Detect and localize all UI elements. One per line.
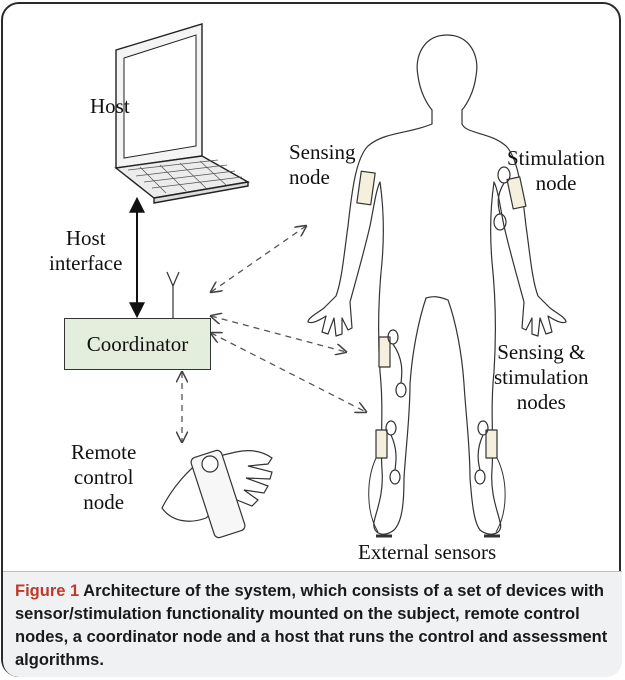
host-interface-label: Host interface [49, 226, 123, 275]
external-sensors-label: External sensors [358, 540, 497, 564]
link-knee-node [211, 316, 346, 352]
remote-control-node-label: Remote control node [71, 440, 137, 514]
caption-divider [3, 571, 622, 572]
link-sensing-node [211, 226, 306, 292]
host-label: Host [90, 94, 130, 118]
coordinator-box: Coordinator [64, 318, 211, 370]
sensing-node-label: Sensing node [289, 140, 356, 189]
sensing-stimulation-nodes-label: Sensing & stimulation nodes [494, 340, 589, 414]
figure-caption: Figure 1 Architecture of the system, whi… [15, 580, 611, 672]
figure-number: Figure 1 [15, 582, 80, 600]
caption-text: Architecture of the system, which consis… [15, 582, 608, 669]
hand-remote-icon [161, 449, 273, 539]
antenna-icon [166, 271, 180, 318]
laptop-icon [114, 23, 251, 204]
stimulation-node-label: Stimulation node [507, 146, 606, 195]
coordinator-label: Coordinator [86, 331, 189, 356]
human-body-icon [307, 34, 567, 538]
architecture-diagram [114, 23, 567, 539]
link-shin-node [211, 333, 366, 412]
caption-background [3, 572, 622, 677]
